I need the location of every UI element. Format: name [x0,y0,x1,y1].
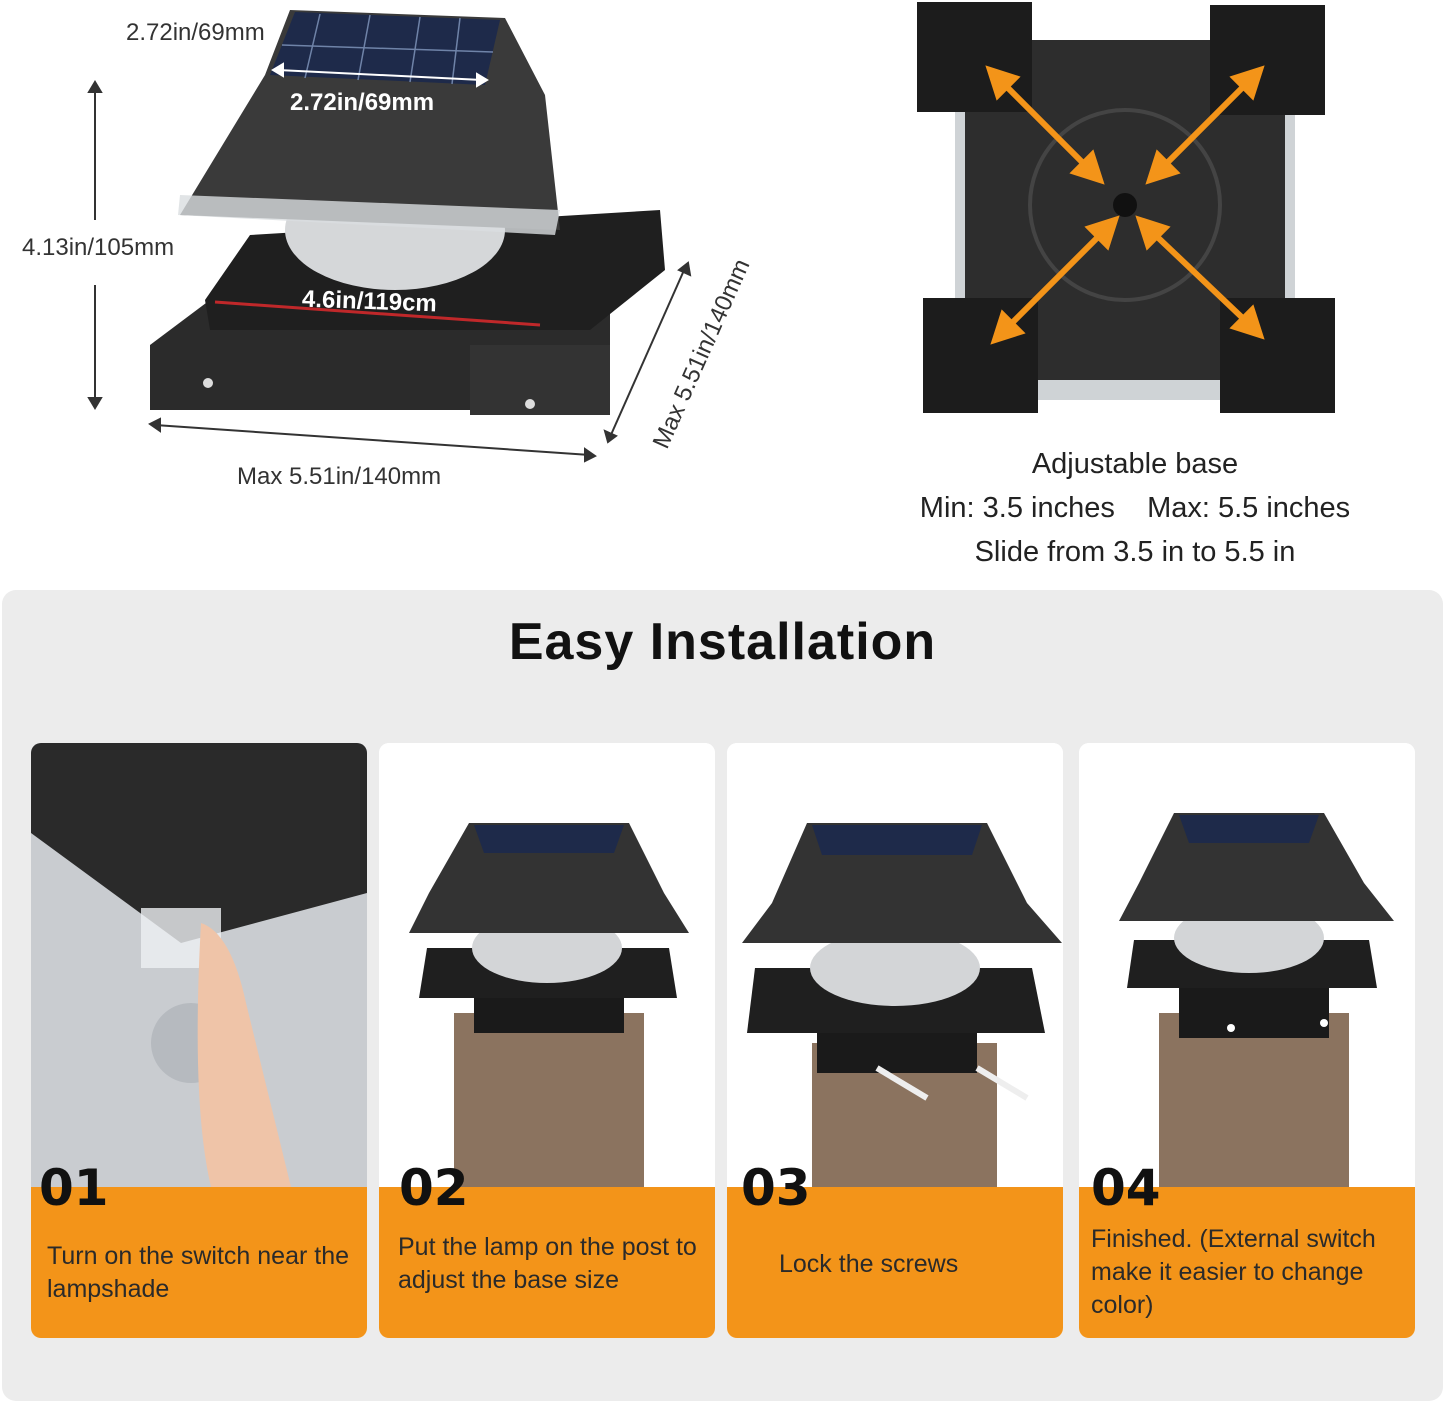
step-number: 03 [741,1159,811,1217]
step-number: 04 [1091,1159,1161,1217]
adjustable-base-range: Min: 3.5 inches Max: 5.5 inches [860,486,1410,530]
lock-screws-photo [727,743,1063,1187]
step-text: Finished. (External switch make it easie… [1091,1225,1376,1319]
lamp-on-post-photo [379,743,715,1187]
step-band [1079,1187,1415,1338]
step-card-3: 03 Lock the screws [727,743,1063,1338]
adjustable-base-title: Adjustable base [1031,448,1239,480]
step-number: 01 [39,1159,109,1217]
panel-width-label: 2.72in/69mm [290,89,435,116]
step-card-1: 01 Turn on the switch near the lampshade [31,743,367,1338]
switch-photo [31,743,367,1187]
lamp-dimension-illustration [87,10,692,463]
step-card-2: 02 Put the lamp on the post to adjust th… [379,743,715,1338]
step-text: Turn on the switch near the lampshade [47,1242,350,1303]
step-text: Put the lamp on the post to adjust the b… [398,1233,697,1294]
finished-lamp-photo [1079,743,1415,1187]
adjustable-base-illustration [917,2,1335,413]
step-number: 02 [399,1159,469,1217]
step-text: Lock the screws [779,1250,959,1278]
step-band [727,1187,1063,1338]
step-band [379,1187,715,1338]
step-band [31,1187,367,1338]
max-size: Max: 5.5 inches [1147,492,1351,524]
top-width-label: 2.72in/69mm [126,19,265,46]
adjustable-base-slide: Slide from 3.5 in to 5.5 in [974,536,1296,568]
height-label: 4.13in/105mm [22,234,175,261]
installation-title: Easy Installation [508,613,937,671]
step-card-4: 04 Finished. (External switch make it ea… [1079,743,1415,1338]
base-label: 4.6in/119cm [301,285,438,318]
base-width-label: Max 5.51in/140mm [237,463,442,490]
min-size: Min: 3.5 inches [919,492,1115,524]
